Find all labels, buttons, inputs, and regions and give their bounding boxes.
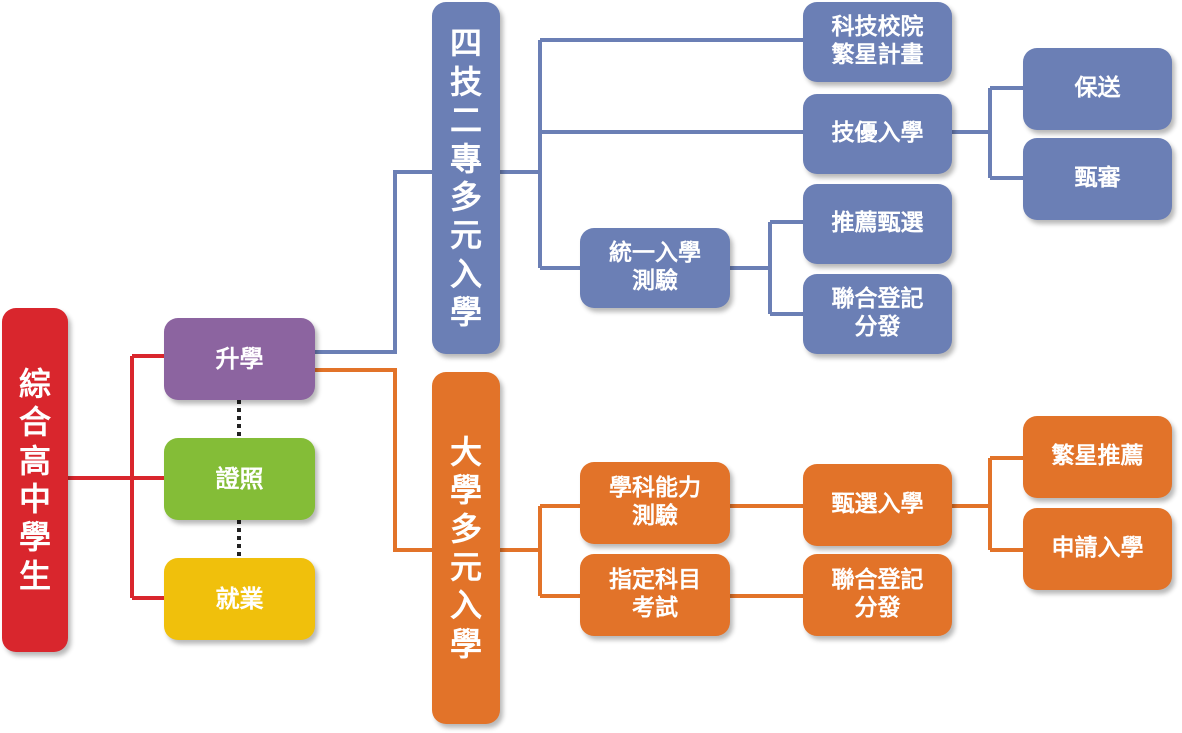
university-multi-admission-label: 大學多元入學	[450, 432, 483, 663]
node-further-study: 升學	[164, 318, 315, 400]
node-recommend-select: 推薦甄選	[803, 184, 952, 264]
tech-star-plan-label: 科技校院繁星計畫	[831, 14, 924, 68]
node-employment: 就業	[164, 558, 315, 640]
unified-entrance-exam-label: 統一入學測驗	[609, 240, 701, 294]
application-admission-label: 申請入學	[1051, 535, 1144, 562]
ast-label: 指定科目考試	[609, 567, 701, 621]
tech-multi-admission-label: 四技二專多元入學	[450, 24, 483, 332]
screening-label: 甄審	[1074, 165, 1121, 192]
node-university-multi-admission: 大學多元入學	[432, 372, 500, 724]
further-study-label: 升學	[215, 344, 264, 373]
node-skill-excellence: 技優入學	[803, 94, 952, 174]
node-license: 證照	[164, 438, 315, 520]
selection-admission-label: 甄選入學	[831, 491, 924, 518]
node-unified-entrance-exam: 統一入學測驗	[580, 228, 730, 308]
root-node-comprehensive-high-school-student: 綜合高中學生	[2, 308, 68, 652]
root-label: 綜合高中學生	[19, 364, 52, 595]
university-joint-distribution-label: 聯合登記分發	[831, 567, 924, 621]
node-tech-multi-admission: 四技二專多元入學	[432, 2, 500, 354]
node-guaranteed-admission: 保送	[1023, 48, 1172, 130]
skill-excellence-label: 技優入學	[831, 120, 924, 147]
node-tech-joint-distribution: 聯合登記分發	[803, 274, 952, 354]
node-university-joint-distribution: 聯合登記分發	[803, 554, 952, 636]
guaranteed-admission-label: 保送	[1074, 75, 1121, 102]
license-label: 證照	[215, 464, 264, 493]
node-application-admission: 申請入學	[1023, 508, 1172, 590]
node-screening: 甄審	[1023, 138, 1172, 220]
recommend-select-label: 推薦甄選	[831, 210, 924, 237]
node-ast: 指定科目考試	[580, 554, 730, 636]
node-gsat: 學科能力測驗	[580, 462, 730, 544]
employment-label: 就業	[215, 584, 264, 613]
node-selection-admission: 甄選入學	[803, 464, 952, 546]
star-recommend-label: 繁星推薦	[1051, 443, 1144, 470]
node-tech-star-plan: 科技校院繁星計畫	[803, 2, 952, 82]
node-star-recommend: 繁星推薦	[1023, 416, 1172, 498]
gsat-label: 學科能力測驗	[609, 475, 701, 529]
tech-joint-distribution-label: 聯合登記分發	[831, 286, 924, 340]
